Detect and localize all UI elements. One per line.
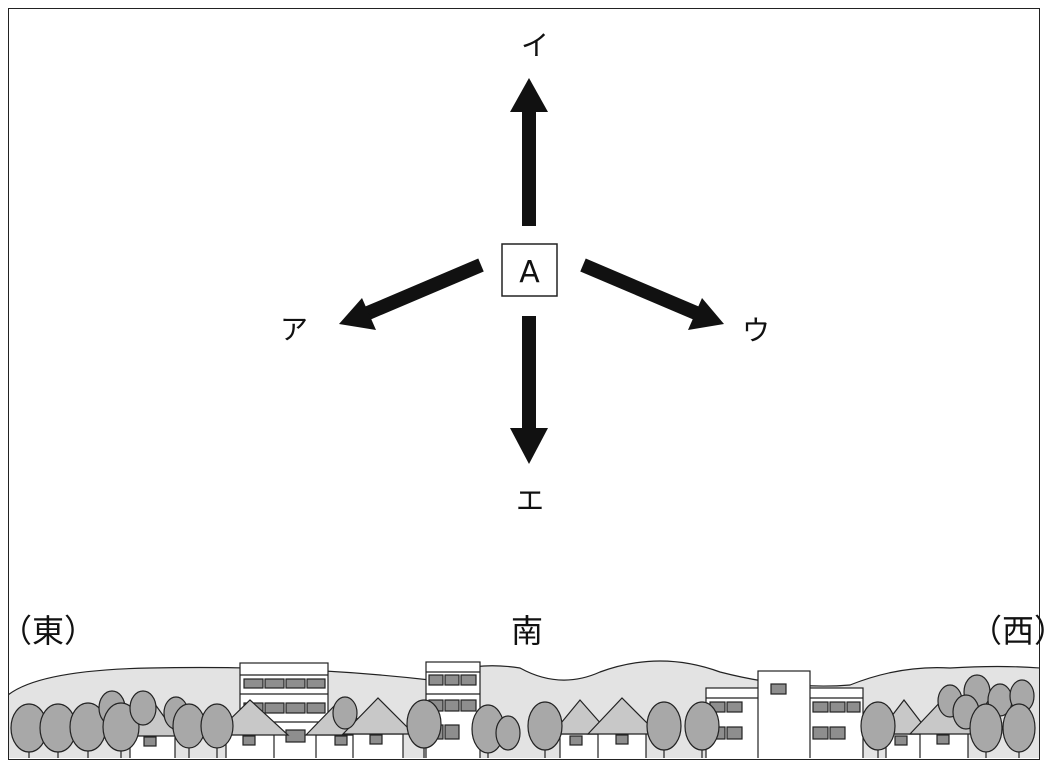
direction-east: （東） [0,612,96,650]
arrow-group [339,78,724,464]
landscape [9,660,1039,758]
label-i: イ [521,29,549,62]
direction-west: （西） [970,612,1046,650]
direction-south: 南 [511,612,543,650]
arrow-i [510,78,548,226]
label-a: ア [280,313,308,346]
center-label: A [519,255,540,290]
center-box: A [501,243,558,297]
arrow-e [510,316,548,464]
label-e: エ [516,484,544,517]
trees [10,674,1036,758]
building-right [705,670,864,758]
arrow-a [339,258,484,330]
label-u: ウ [742,314,770,347]
arrow-u [580,258,724,330]
